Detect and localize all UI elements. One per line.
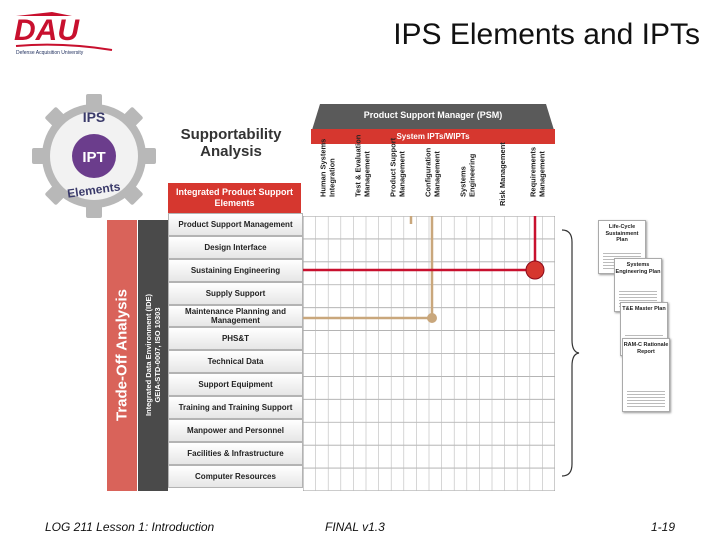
gear-center-label: IPT xyxy=(82,149,105,166)
document-title: RAM-C Rationale Report xyxy=(623,342,669,355)
document-title: Life-Cycle Sustainment Plan xyxy=(605,224,639,243)
elements-header: Integrated Product Support Elements xyxy=(168,183,301,215)
ipt-column-label: Configuration Management xyxy=(423,147,442,197)
ide-bar xyxy=(138,220,168,491)
element-row: Manpower and Personnel xyxy=(168,419,303,442)
dau-logo: DAU Defense Acquisition University xyxy=(12,10,122,56)
ide-line2: GEIA-STD-0007, ISO 10303 xyxy=(153,307,162,403)
element-row: PHS&T xyxy=(168,327,303,351)
ide-line1: Integrated Data Environment (IDE) xyxy=(144,293,153,417)
ipt-matrix-grid xyxy=(303,216,555,491)
element-row: Maintenance Planning and Management xyxy=(168,304,303,328)
element-row: Product Support Management xyxy=(168,213,303,236)
element-row: Technical Data xyxy=(168,350,303,374)
system-ipts-bar: System IPTs/WIPTs xyxy=(311,129,555,144)
document-title: T&E Master Plan xyxy=(622,306,666,312)
element-row: Supply Support xyxy=(168,281,303,305)
element-row: Design Interface xyxy=(168,235,303,259)
ipt-column-label: Human Systems Integration xyxy=(318,138,337,197)
ipt-column-label: Product Support Management xyxy=(388,137,407,197)
element-row: Training and Training Support xyxy=(168,396,303,420)
ide-label: Integrated Data Environment (IDE) GEIA-S… xyxy=(144,294,162,416)
ips-gear-icon: IPS IPT Elements xyxy=(30,92,158,220)
ipt-columns: Human Systems Integration Test & Evaluati… xyxy=(311,134,555,216)
gear-top-label: IPS xyxy=(83,109,106,125)
logo-text: DAU xyxy=(14,14,80,47)
element-row: Support Equipment xyxy=(168,373,303,397)
documents-bracket xyxy=(560,228,580,478)
footer-version: FINAL v1.3 xyxy=(325,520,385,534)
document-card: RAM-C Rationale Report xyxy=(622,338,670,412)
psm-label: Product Support Manager (PSM) xyxy=(363,110,503,120)
logo-subtitle: Defense Acquisition University xyxy=(16,50,84,56)
tan-node xyxy=(427,313,437,323)
ipt-column-label: Test & Evaluation Management xyxy=(353,134,372,197)
supportability-analysis-title: Supportability Analysis xyxy=(180,126,282,160)
footer-lesson: LOG 211 Lesson 1: Introduction xyxy=(45,520,215,534)
page-title: IPS Elements and IPTs xyxy=(393,18,700,51)
footer-page-number: 1-19 xyxy=(650,520,675,534)
ipt-column-label: Systems Engineering xyxy=(458,153,476,197)
red-node xyxy=(525,260,545,280)
tradeoff-label: Trade-Off Analysis xyxy=(113,289,131,421)
element-row: Facilities & Infrastructure xyxy=(168,441,303,465)
document-title: Systems Engineering Plan xyxy=(615,262,661,275)
document-text-lines xyxy=(627,389,665,407)
ipt-column-label: Requirements Management xyxy=(528,146,546,197)
element-row: Sustaining Engineering xyxy=(168,258,303,282)
psm-bar xyxy=(312,104,554,130)
tradeoff-bar xyxy=(107,220,137,491)
element-row: Computer Resources xyxy=(168,464,303,488)
ipt-column-label: Risk Management xyxy=(497,141,507,206)
